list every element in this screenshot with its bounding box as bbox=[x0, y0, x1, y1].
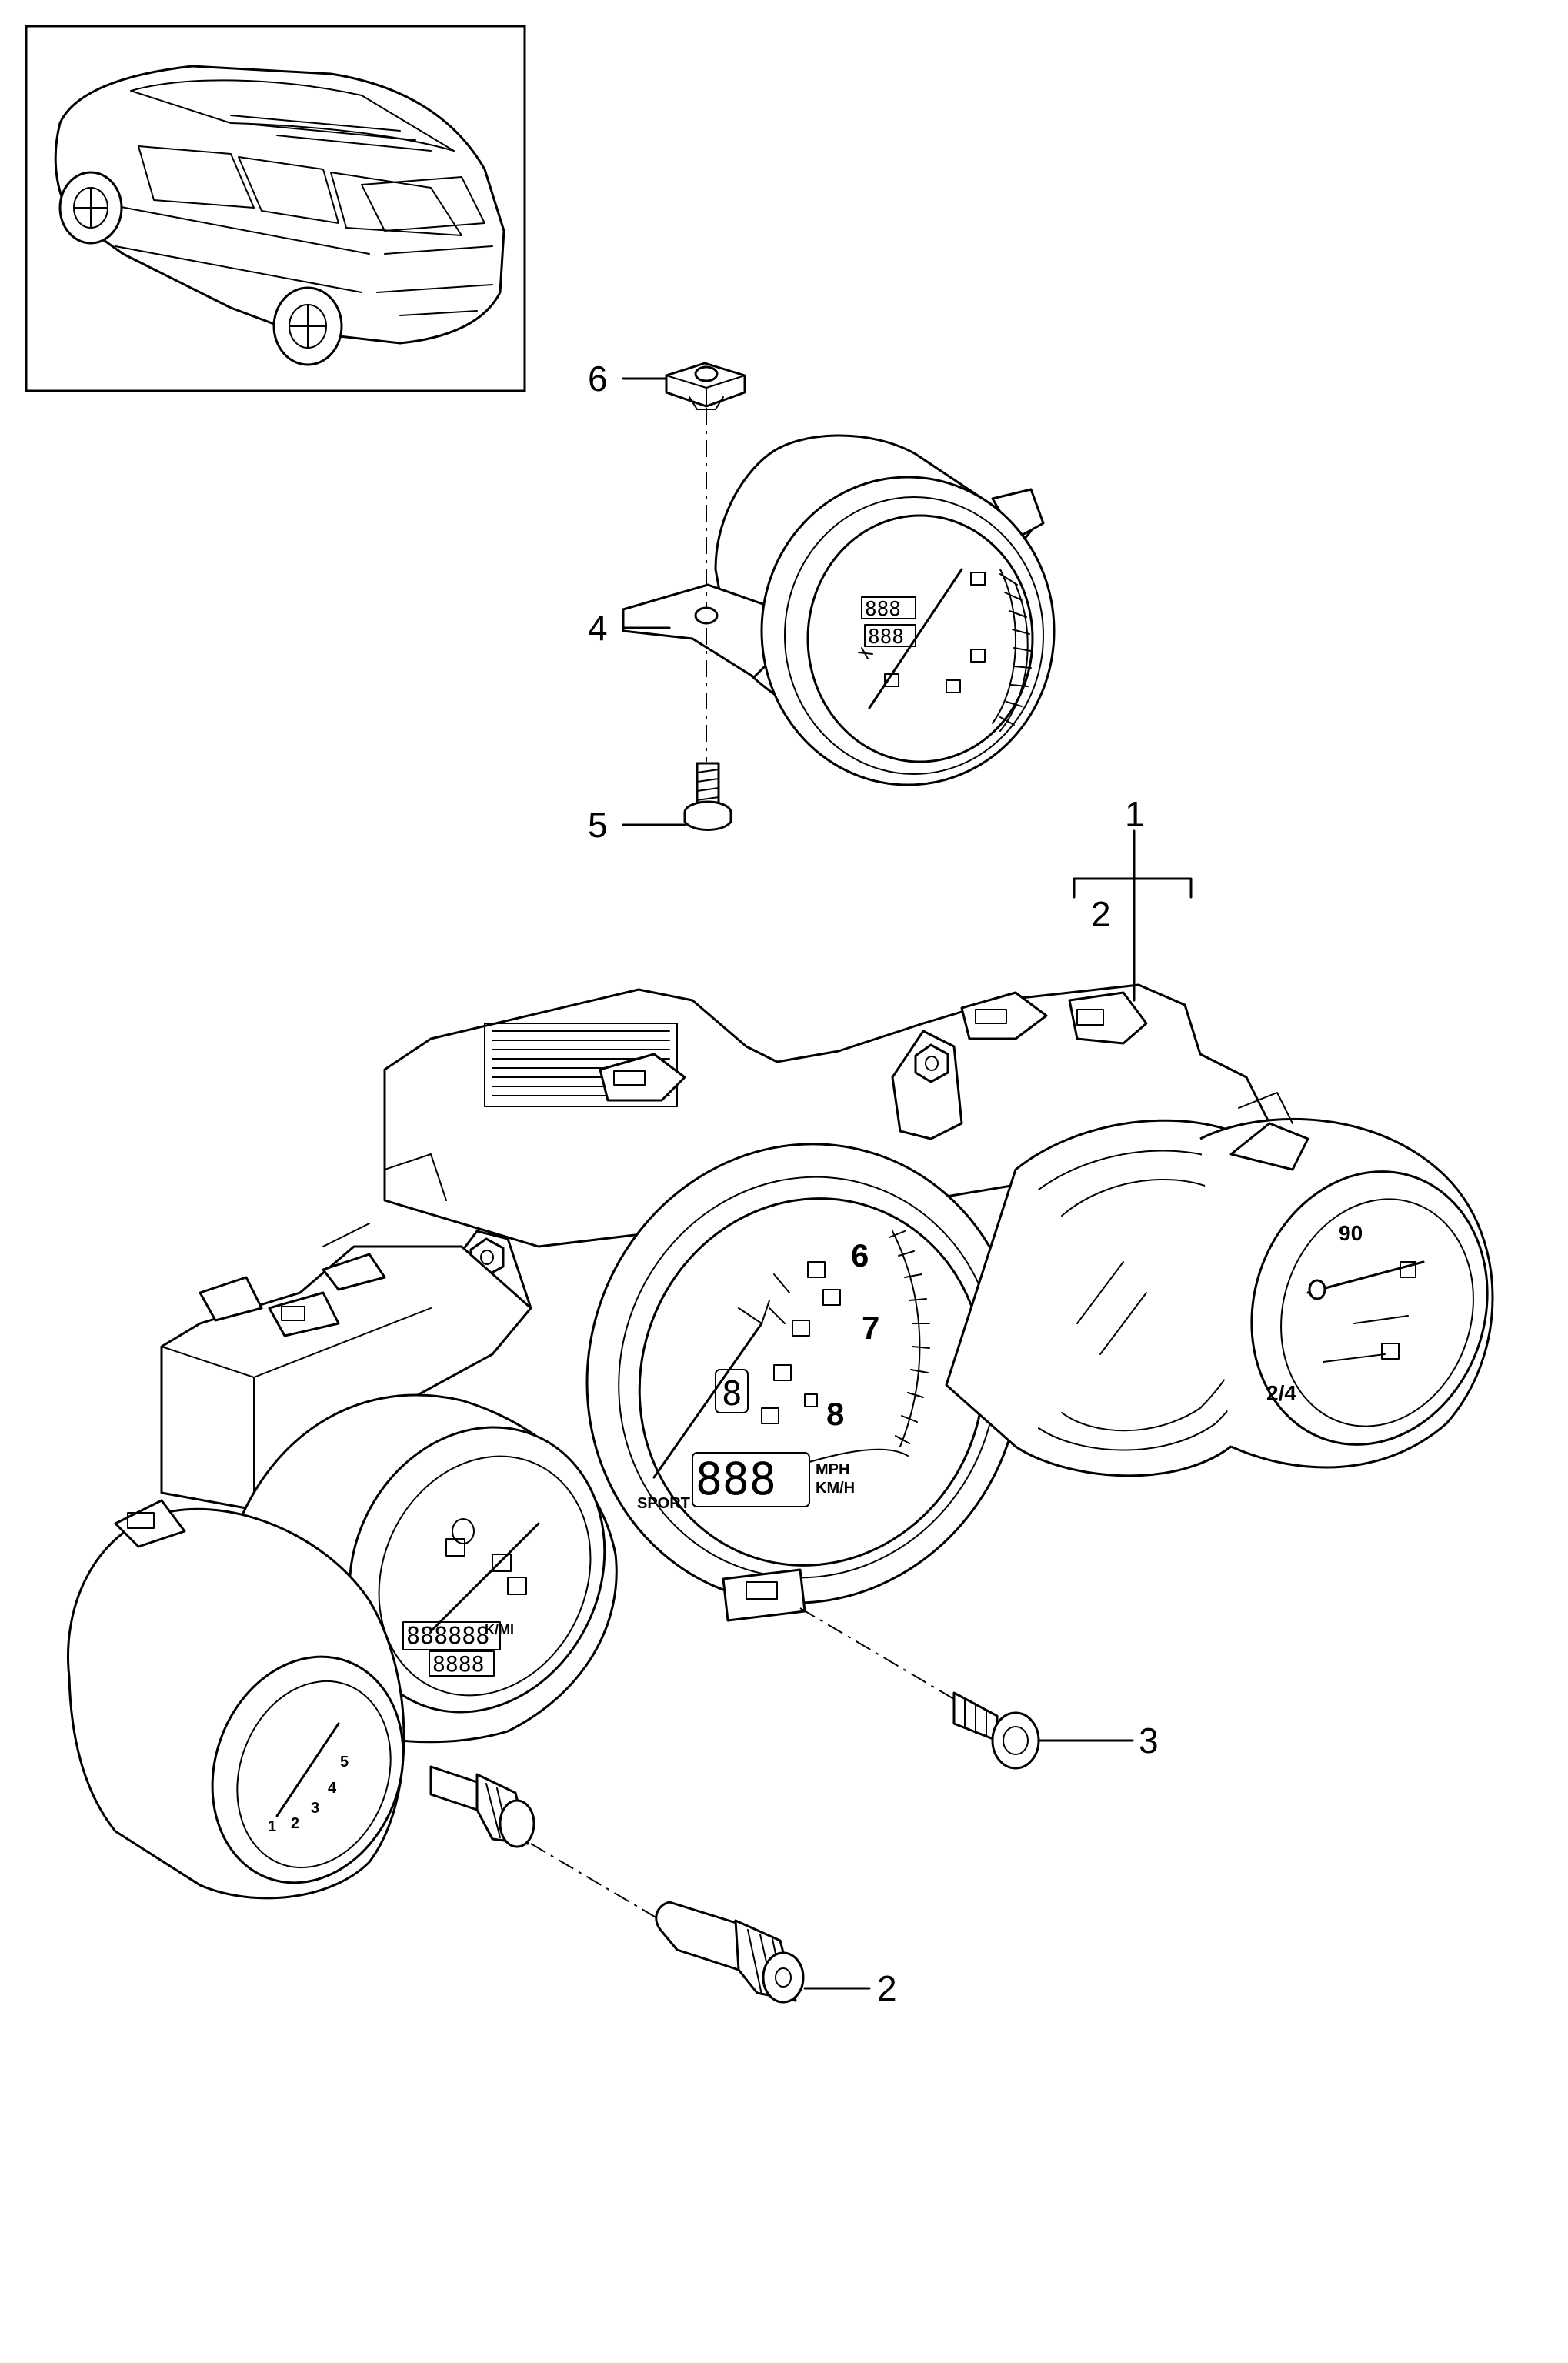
part-2-knob-installed bbox=[429, 1765, 535, 1848]
left-gauge-tick-3: 3 bbox=[311, 1800, 319, 1817]
right-gauge-90: 90 bbox=[1339, 1221, 1363, 1245]
left-center-icons bbox=[445, 1518, 527, 1595]
callout-2-knob: 2 bbox=[877, 1968, 897, 2008]
mph-label: MPH bbox=[816, 1461, 849, 1478]
leader-lines bbox=[622, 377, 1193, 1990]
vehicle-thumbnail bbox=[25, 25, 526, 392]
tach-number-6: 6 bbox=[851, 1237, 869, 1273]
callout-6: 6 bbox=[588, 359, 608, 399]
part-6-speed-nut-clip bbox=[665, 362, 746, 410]
assembly-axis-line-3 bbox=[799, 1607, 962, 1704]
part-4-auxiliary-gauge: 888 888 bbox=[622, 434, 1056, 786]
part-3-torx-screw bbox=[952, 1691, 1040, 1770]
svg-text:888: 888 bbox=[868, 626, 904, 649]
odometer-unit: K/MI bbox=[485, 1622, 514, 1637]
tach-number-7: 7 bbox=[862, 1310, 879, 1346]
svg-text:888: 888 bbox=[865, 598, 901, 621]
tach-number-8: 8 bbox=[826, 1396, 844, 1432]
callout-1: 1 bbox=[1125, 794, 1145, 834]
callout-3: 3 bbox=[1139, 1721, 1159, 1761]
part-1-instrument-cluster: 6 7 8 8 888 SPORT MPH KM/H 9 bbox=[67, 983, 1494, 1900]
suv-illustration bbox=[54, 65, 505, 366]
callout-labels: 6 4 5 1 2 3 2 bbox=[588, 359, 1159, 2008]
sport-label: SPORT bbox=[637, 1495, 690, 1512]
callout-5: 5 bbox=[588, 805, 608, 845]
callout-2-bracket: 2 bbox=[1091, 894, 1111, 934]
left-gauge-tick-1: 1 bbox=[268, 1818, 276, 1835]
right-gauge-2-4: 2/4 bbox=[1266, 1381, 1296, 1405]
warning-lamps bbox=[761, 1261, 841, 1424]
gear-indicator: 8 bbox=[722, 1374, 742, 1413]
part-2-knob-loose bbox=[655, 1901, 805, 2004]
odometer-top: 888888 bbox=[406, 1623, 489, 1650]
kmh-label: KM/H bbox=[816, 1480, 855, 1497]
left-gauge-tick-2: 2 bbox=[291, 1815, 299, 1832]
speed-display: 888 bbox=[696, 1453, 776, 1505]
left-gauge-tick-4: 4 bbox=[328, 1780, 337, 1797]
part-5-screw bbox=[683, 762, 732, 831]
left-gauge-tick-5: 5 bbox=[340, 1754, 349, 1771]
odometer-bottom: 8888 bbox=[432, 1651, 484, 1677]
callout-4: 4 bbox=[588, 608, 608, 648]
